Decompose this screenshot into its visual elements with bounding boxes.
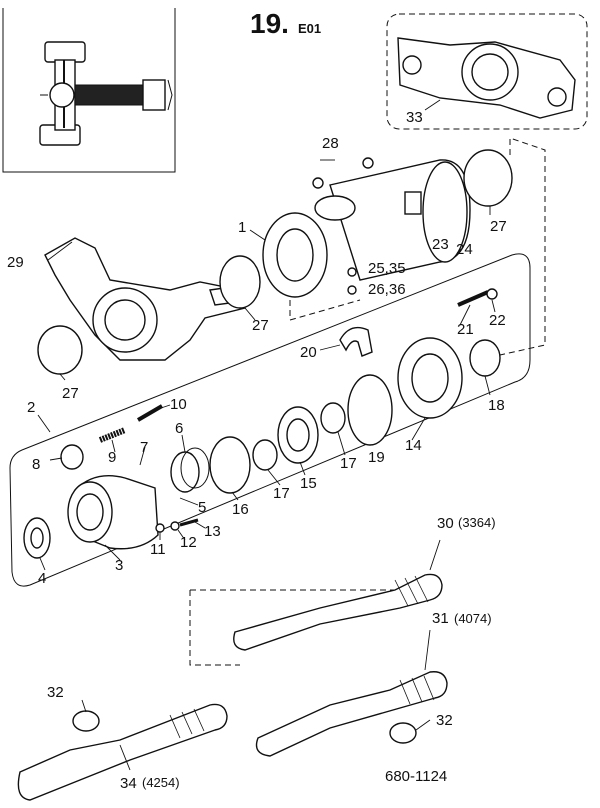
drawing-number: 680-1124 <box>385 768 447 785</box>
callout-7: 7 <box>140 439 148 456</box>
part-27-ring-right <box>463 149 513 207</box>
part-20-shift-fork <box>339 326 373 357</box>
part-3-differential-housing <box>67 475 159 550</box>
callout-27-mid: 27 <box>252 317 269 334</box>
tractor-axle-locator-icon <box>39 41 173 146</box>
part-8-gear <box>60 444 84 470</box>
part-27-ring-left <box>37 325 83 375</box>
callout-18: 18 <box>488 397 505 414</box>
part-33-inset <box>386 13 588 130</box>
callout-10: 10 <box>170 396 187 413</box>
callout-25-35: 25,35 <box>368 260 406 277</box>
internal-parts-region <box>9 253 531 587</box>
callout-22: 22 <box>489 312 506 329</box>
part-6-coil <box>170 447 210 493</box>
callout-5: 5 <box>198 499 206 516</box>
callout-11: 11 <box>150 541 166 558</box>
callout-28: 28 <box>322 135 339 152</box>
part-31-shaft <box>255 671 448 757</box>
part-9-spring <box>98 427 127 443</box>
callout-13: 13 <box>204 523 221 540</box>
callout-34: 34 <box>120 775 137 792</box>
page-number: 19. <box>250 8 289 39</box>
callout-27-left: 27 <box>62 385 79 402</box>
part-15-bearing <box>277 406 319 464</box>
callout-24: 24 <box>456 241 473 258</box>
callout-32-right: 32 <box>436 712 453 729</box>
part-32-ring-left <box>72 710 100 732</box>
part-19-ring <box>347 374 393 446</box>
section-code: E01 <box>298 21 321 36</box>
callout-14: 14 <box>405 437 422 454</box>
callout-2: 2 <box>27 399 35 416</box>
callout-29: 29 <box>7 254 24 271</box>
part-30-shaft <box>233 573 443 651</box>
callout-12: 12 <box>180 534 197 551</box>
part-10-pin <box>136 404 164 422</box>
part-1-flange <box>262 212 328 298</box>
part-27-ring-mid <box>219 255 261 309</box>
callout-8: 8 <box>32 456 40 473</box>
callout-1: 1 <box>238 219 246 236</box>
callout-32-left: 32 <box>47 684 64 701</box>
callout-30-ref: (3364) <box>458 515 496 530</box>
part-28-screws <box>312 157 374 189</box>
part-4-gear <box>23 517 51 559</box>
part-26-nut <box>347 285 357 295</box>
part-cylindrical-housing <box>314 159 471 281</box>
callout-labels: 1 2 3 4 5 6 7 8 9 10 11 12 13 14 15 16 1… <box>7 109 507 792</box>
callout-31-ref: (4074) <box>454 611 492 626</box>
part-17-ring-b <box>252 439 278 471</box>
part-14-hub <box>397 337 463 419</box>
parts-11-13-bolts <box>155 518 199 533</box>
part-21-pin <box>457 288 498 307</box>
page-title: 19. E01 <box>250 8 321 39</box>
part-16-ring <box>209 436 251 494</box>
part-18-seal <box>469 339 501 377</box>
part-25-nut <box>347 267 357 277</box>
callout-6: 6 <box>175 420 183 437</box>
callout-27-right: 27 <box>490 218 507 235</box>
part-32-ring-right <box>389 722 417 744</box>
callout-34-ref: (4254) <box>142 775 180 790</box>
callout-26-36: 26,36 <box>368 281 406 298</box>
callout-4: 4 <box>38 570 46 587</box>
assembly-lines <box>189 137 546 666</box>
callout-31: 31 <box>432 610 449 627</box>
callout-19: 19 <box>368 449 385 466</box>
callout-21: 21 <box>457 321 474 338</box>
callout-17-upper: 17 <box>340 455 357 472</box>
callout-9: 9 <box>108 449 116 466</box>
leader-lines <box>37 99 496 771</box>
part-17-ring-a <box>320 402 346 434</box>
callout-33: 33 <box>406 109 423 126</box>
callout-3: 3 <box>115 557 123 574</box>
callout-15: 15 <box>300 475 317 492</box>
callout-30: 30 <box>437 515 454 532</box>
locator-inset <box>2 8 176 173</box>
callout-17-lower: 17 <box>273 485 290 502</box>
callout-16: 16 <box>232 501 249 518</box>
part-33-housing-bracket <box>397 37 576 119</box>
callout-23: 23 <box>432 236 449 253</box>
callout-20: 20 <box>300 344 317 361</box>
